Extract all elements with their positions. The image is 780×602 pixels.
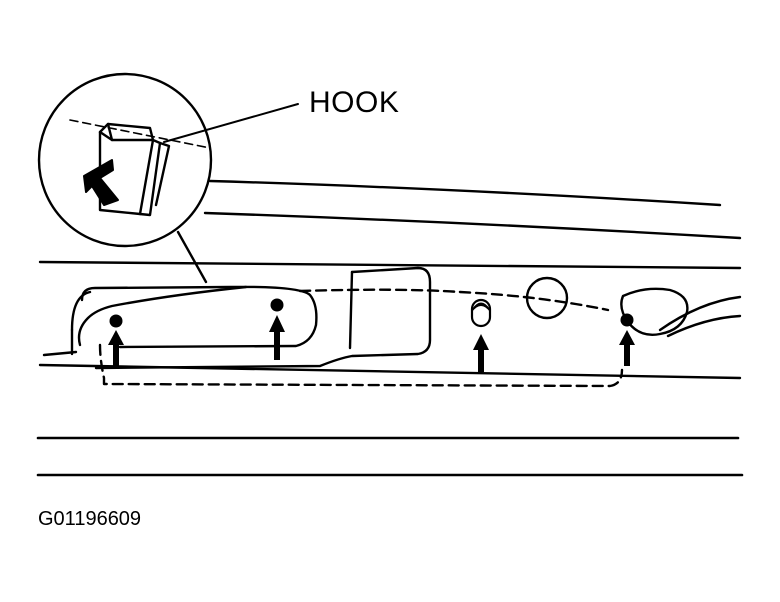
panel-body-lines: [36, 179, 744, 477]
figure-id-label: G01196609: [38, 508, 142, 530]
clip-points: [109, 298, 634, 328]
hook-detail-magnifier: [37, 72, 213, 284]
clip-slot-3: [470, 298, 492, 328]
up-arrow-icon: [473, 334, 489, 372]
panel-holes: [525, 276, 742, 338]
clip-point-2: [270, 298, 284, 312]
clip-region-dashed-outline: [98, 288, 624, 388]
up-right-arrow-icon: [83, 159, 119, 206]
up-arrow-icon: [108, 330, 124, 368]
up-arrow-icon: [619, 330, 635, 366]
hook-callout-label: HOOK: [309, 86, 400, 119]
clip-point-4: [620, 313, 634, 327]
clip-point-1: [109, 314, 123, 328]
garnish-panel-outline: [42, 266, 432, 370]
up-arrows: [108, 315, 635, 372]
hook-leader-line: [163, 103, 299, 143]
up-arrow-icon: [269, 315, 285, 360]
